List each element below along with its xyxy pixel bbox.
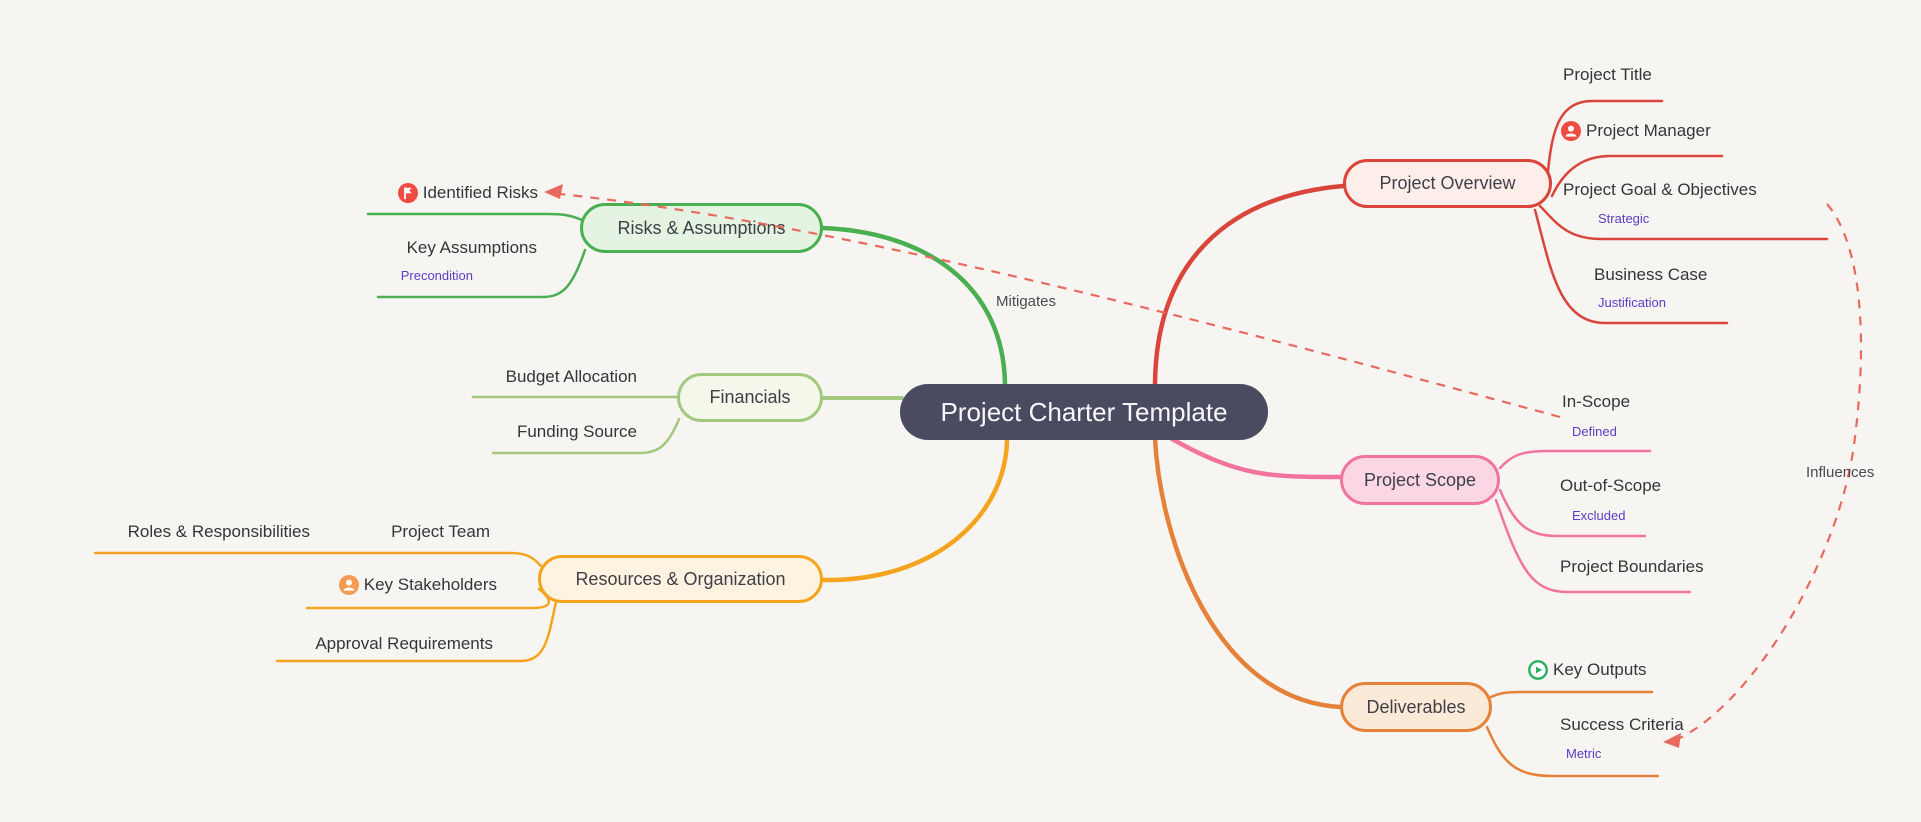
boundaries-label: Project Boundaries bbox=[1560, 557, 1704, 576]
person-icon bbox=[1561, 121, 1581, 141]
child-project-team[interactable]: Project Team bbox=[391, 520, 490, 544]
funding-label: Funding Source bbox=[516, 422, 637, 441]
child-out-scope[interactable]: Out-of-Scope bbox=[1560, 474, 1661, 498]
out-scope-tag: Excluded bbox=[1572, 508, 1626, 523]
central-node[interactable]: Project Charter Template bbox=[900, 384, 1268, 440]
out-scope-label: Out-of-Scope bbox=[1560, 476, 1662, 495]
roles-label: Roles & Responsibilities bbox=[127, 522, 310, 541]
scope-node[interactable]: Project Scope bbox=[1340, 455, 1500, 505]
edge-identified-risks bbox=[366, 212, 584, 222]
resources-node-label: Resources & Organization bbox=[575, 568, 786, 589]
child-roles[interactable]: Roles & Responsibilities bbox=[128, 520, 310, 544]
deliverables-node[interactable]: Deliverables bbox=[1340, 682, 1492, 732]
child-identified-risks[interactable]: Identified Risks bbox=[397, 181, 538, 205]
identified-risks-label: Identified Risks bbox=[422, 183, 538, 202]
goal-label: Project Goal & Objectives bbox=[1563, 180, 1757, 199]
deliverables-node-label: Deliverables bbox=[1366, 696, 1466, 717]
budget-label: Budget Allocation bbox=[505, 367, 637, 386]
overview-node-label: Project Overview bbox=[1379, 173, 1516, 193]
child-project-manager[interactable]: Project Manager bbox=[1561, 119, 1711, 143]
financials-node-label: Financials bbox=[709, 387, 791, 407]
edge-deliverables-branch bbox=[1152, 435, 1343, 710]
key-assumptions-tag: Precondition bbox=[400, 268, 473, 283]
business-case-tag: Justification bbox=[1598, 295, 1666, 310]
child-in-scope[interactable]: In-Scope bbox=[1562, 390, 1630, 414]
edge-overview-branch bbox=[1152, 183, 1346, 390]
business-case-label: Business Case bbox=[1594, 265, 1708, 284]
edge-risks-branch bbox=[820, 225, 1008, 390]
risks-node[interactable]: Risks & Assumptions bbox=[580, 203, 823, 253]
mitigates-arrowhead-icon bbox=[544, 184, 563, 199]
key-assumptions-label: Key Assumptions bbox=[406, 238, 537, 257]
goal-tag: Strategic bbox=[1598, 211, 1650, 226]
flag-icon bbox=[397, 183, 418, 203]
influences-label: Influences bbox=[1806, 464, 1875, 481]
in-scope-label: In-Scope bbox=[1562, 392, 1631, 411]
project-title-label: Project Title bbox=[1563, 65, 1652, 84]
key-stakeholders-label: Key Stakeholders bbox=[363, 575, 497, 594]
edge-in-scope bbox=[1498, 449, 1652, 470]
project-manager-label: Project Manager bbox=[1586, 121, 1711, 140]
mitigates-label: Mitigates bbox=[996, 293, 1057, 310]
edge-goal bbox=[1538, 204, 1829, 241]
edge-resources-branch bbox=[820, 435, 1010, 583]
child-key-stakeholders[interactable]: Key Stakeholders bbox=[338, 573, 497, 597]
risks-node-label: Risks & Assumptions bbox=[617, 217, 786, 238]
project-team-label: Project Team bbox=[391, 522, 490, 541]
play-icon bbox=[1528, 660, 1548, 680]
resources-node[interactable]: Resources & Organization bbox=[538, 555, 823, 603]
child-key-outputs[interactable]: Key Outputs bbox=[1528, 658, 1647, 682]
child-boundaries[interactable]: Project Boundaries bbox=[1560, 555, 1704, 579]
in-scope-tag: Defined bbox=[1572, 424, 1617, 439]
child-budget[interactable]: Budget Allocation bbox=[506, 365, 637, 389]
edge-team-roles bbox=[93, 551, 543, 568]
approval-label: Approval Requirements bbox=[315, 634, 493, 653]
child-goal[interactable]: Project Goal & Objectives bbox=[1563, 178, 1757, 202]
key-outputs-label: Key Outputs bbox=[1553, 660, 1647, 679]
central-node-label: Project Charter Template bbox=[940, 396, 1228, 427]
financials-node[interactable]: Financials bbox=[677, 373, 823, 422]
child-key-assumptions[interactable]: Key Assumptions bbox=[407, 236, 537, 260]
child-approval[interactable]: Approval Requirements bbox=[315, 632, 493, 656]
person-icon bbox=[338, 575, 359, 595]
scope-node-label: Project Scope bbox=[1363, 469, 1477, 490]
edge-scope-branch bbox=[1169, 436, 1343, 480]
child-project-title[interactable]: Project Title bbox=[1563, 63, 1652, 87]
child-business-case[interactable]: Business Case bbox=[1594, 263, 1707, 287]
edge-key-outputs bbox=[1489, 690, 1654, 699]
success-criteria-label: Success Criteria bbox=[1560, 715, 1684, 734]
child-success-criteria[interactable]: Success Criteria bbox=[1560, 713, 1684, 737]
overview-node[interactable]: Project Overview bbox=[1343, 159, 1552, 208]
success-criteria-tag: Metric bbox=[1566, 746, 1602, 761]
child-funding[interactable]: Funding Source bbox=[517, 420, 637, 444]
